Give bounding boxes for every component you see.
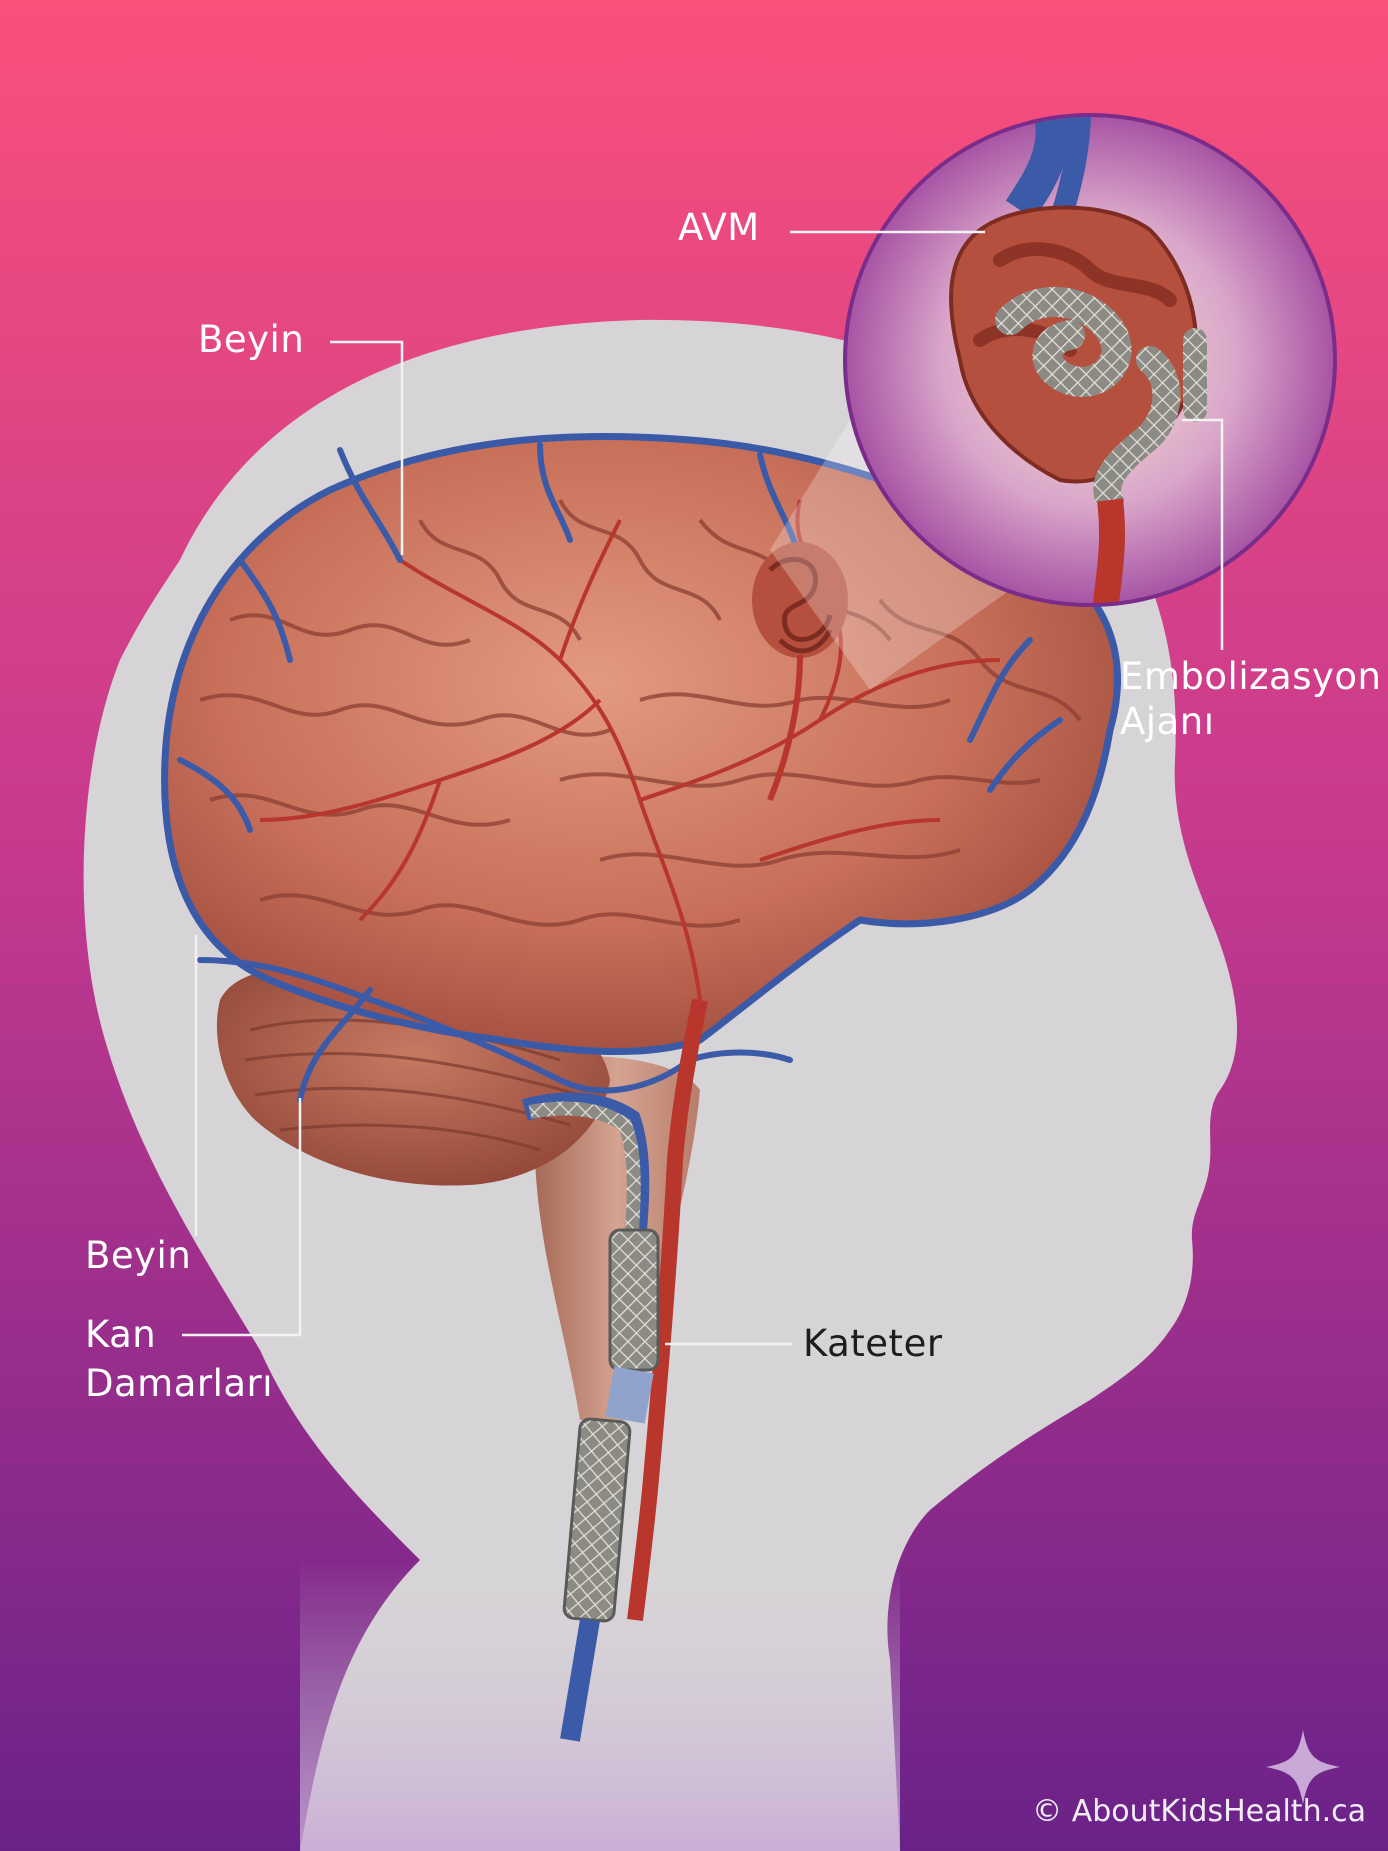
leader-beyin-top [330,340,404,555]
cerebrum [161,433,1121,1056]
surface-veins [177,442,1063,1103]
copyright-credit: © AboutKidsHealth.ca [1032,1794,1366,1829]
label-embolization-line1: Embolizasyon [1120,655,1382,698]
label-vessels-line2: Damarları [85,1362,274,1405]
leader-lines [182,230,1224,1346]
label-embolization-line2: Ajanı [1120,700,1215,743]
label-avm: AVM [678,206,760,249]
avm-nidus-in-brain [752,542,848,802]
brain-sulci [199,499,1082,928]
leader-vessels [182,1098,302,1337]
leader-embolization [1182,418,1224,650]
surface-arteries [259,499,1001,1001]
catheter-device [521,1092,660,1742]
label-catheter: Kateter [803,1322,943,1365]
zoom-cone [770,420,1010,690]
label-vessels-line1: Kan [85,1313,157,1356]
carotid-artery [627,998,708,1621]
sparkle-icon [1266,1730,1340,1804]
label-beyin-top: Beyin [198,318,305,361]
avm-inset [843,113,1337,607]
label-beyin-bottom: Beyin [85,1234,192,1277]
